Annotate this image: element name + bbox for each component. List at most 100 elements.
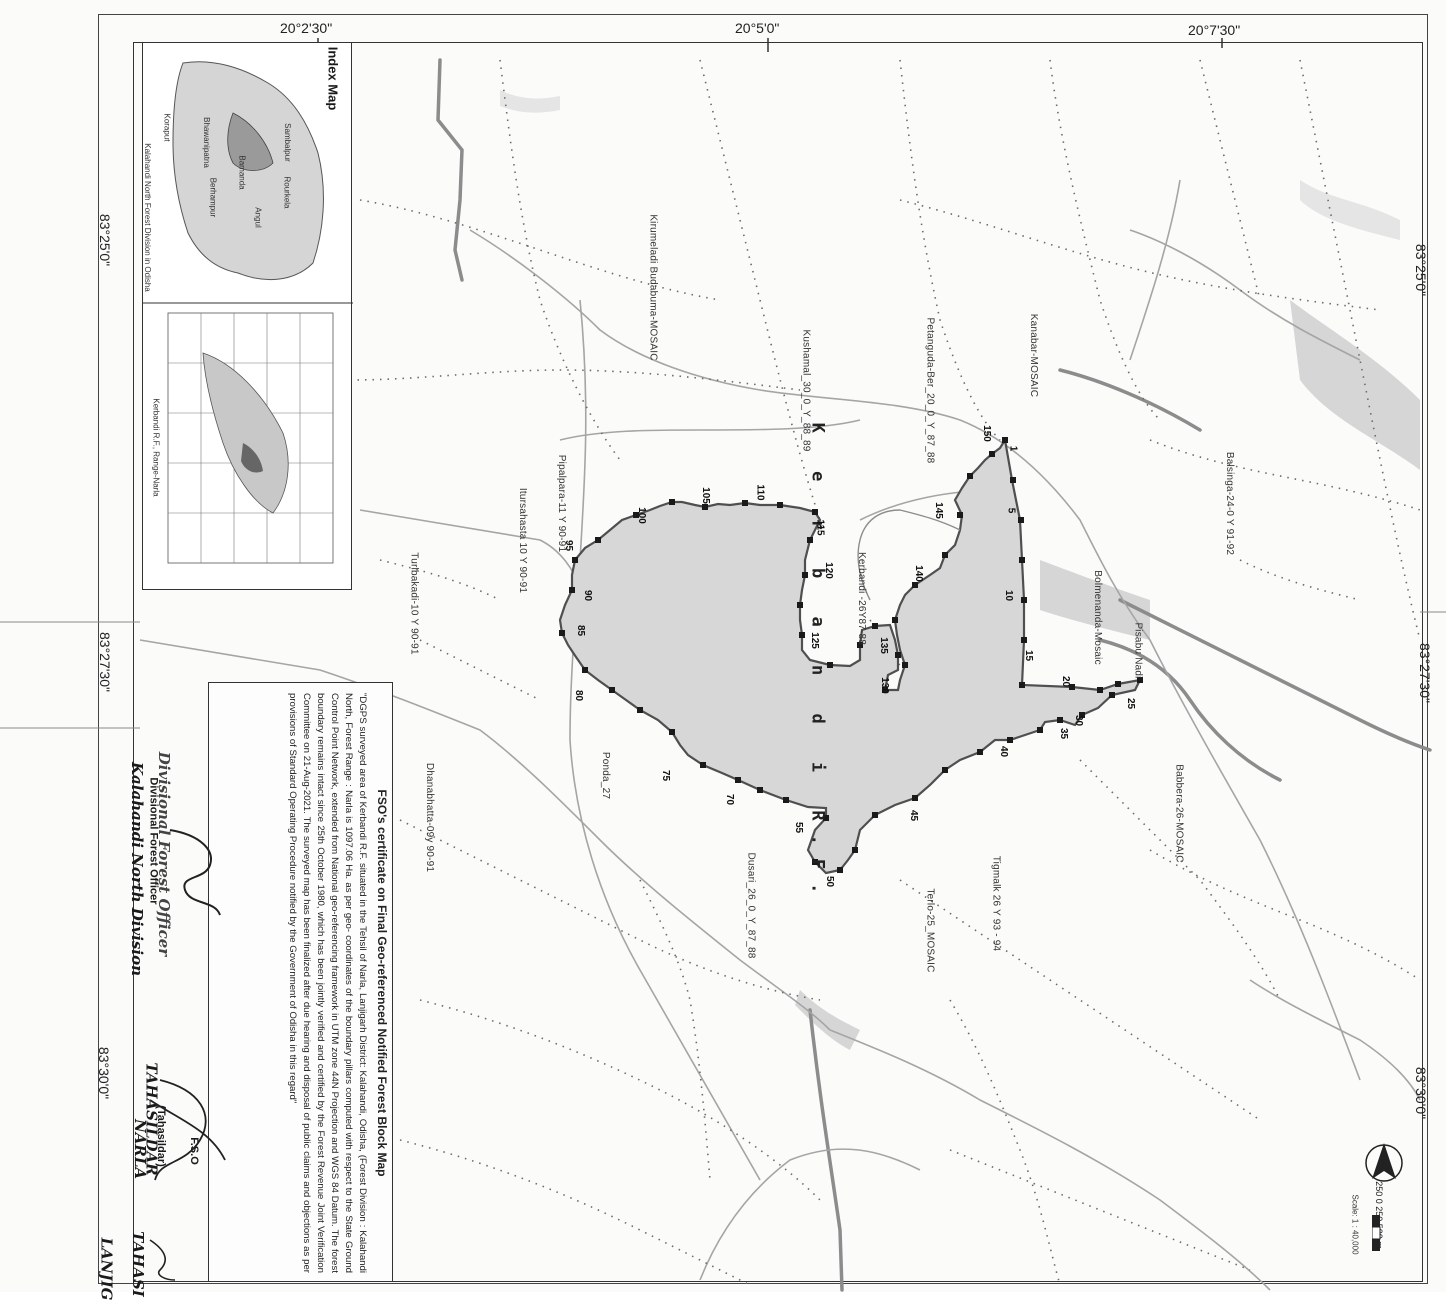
pillar-marker xyxy=(1010,477,1016,483)
pillar-marker xyxy=(797,602,803,608)
village-boundary-3 xyxy=(349,369,801,391)
certificate-body: "DGPS surveyed area of Kerbandi R.F. sit… xyxy=(287,693,368,1273)
village-boundary-11 xyxy=(419,639,541,701)
pillar-label-45: 45 xyxy=(908,809,920,822)
index-map-title: Index Map xyxy=(325,46,341,111)
village-boundary-16 xyxy=(949,1149,1251,1271)
water-area-5 xyxy=(795,990,860,1050)
pillar-marker xyxy=(882,687,888,693)
pillar-marker xyxy=(669,499,675,505)
forest-block-inner-line xyxy=(857,509,961,601)
pillar-marker xyxy=(895,652,901,658)
pillar-marker xyxy=(1079,712,1085,718)
pillar-marker xyxy=(823,815,829,821)
village-label-tigmalk: Tigmalk 26 Y 93 - 94 xyxy=(990,855,1002,952)
pillar-label-55: 55 xyxy=(793,821,805,834)
village-boundary-13 xyxy=(419,999,821,1201)
dfo-division: Kalahandi North Division xyxy=(127,762,146,976)
lon-tick-label-left-1: 83°25'0" xyxy=(97,213,114,267)
pillar-label-100: 100 xyxy=(635,507,647,524)
pillar-label-5: 5 xyxy=(1005,507,1017,514)
pillar-marker xyxy=(702,504,708,510)
village-boundary-10 xyxy=(379,559,501,601)
pillar-marker xyxy=(989,451,995,457)
pillar-marker xyxy=(852,847,858,853)
pillar-marker xyxy=(633,512,639,518)
pillar-label-40: 40 xyxy=(998,745,1010,758)
certificate-title: FSO's certificate on Final Geo-reference… xyxy=(375,789,389,1177)
dfo-signature xyxy=(169,829,221,916)
pillar-marker xyxy=(799,632,805,638)
village-boundary-2 xyxy=(359,199,721,301)
pillar-label-130: 130 xyxy=(878,677,890,694)
pillar-marker xyxy=(977,749,983,755)
river-2 xyxy=(1118,598,1432,752)
boundary-pillars xyxy=(559,437,1143,873)
pillar-marker xyxy=(942,552,948,558)
village-label-babbera: Babbera-26-MOSAIC xyxy=(1173,764,1185,863)
pillar-marker xyxy=(912,795,918,801)
pillar-marker xyxy=(637,707,643,713)
pillar-marker xyxy=(872,623,878,629)
pillar-label-125: 125 xyxy=(808,632,820,649)
scale-bar xyxy=(1372,1215,1381,1251)
pillar-label-150: 150 xyxy=(980,425,992,442)
map-outer-frame xyxy=(98,14,1428,1284)
river-1 xyxy=(436,58,464,282)
village-label-itursahasta: Itursahasta 10 Y 90-91 xyxy=(517,487,529,594)
village-label-pisabu: Pisabu Nadi xyxy=(1132,622,1144,679)
road-4 xyxy=(139,639,831,1031)
lon-tick-label-left-3: 83°30'0" xyxy=(96,1046,113,1100)
village-label-turlbakadi: Turlbakadi-10 Y 90-91 xyxy=(408,552,420,655)
pillar-marker xyxy=(872,812,878,818)
north-arrow xyxy=(1364,1135,1404,1196)
right-stamp-place: LANJIG xyxy=(97,1237,116,1300)
pillar-marker xyxy=(902,662,908,668)
scale-subtitle: Scale: 1 : 40,000 xyxy=(1350,1194,1360,1255)
village-label-ponda: Ponda_27 xyxy=(600,751,612,800)
pillar-label-1: 1 xyxy=(1007,445,1019,452)
pillar-marker xyxy=(757,787,763,793)
pillar-label-20: 20 xyxy=(1060,675,1072,688)
water-area-3 xyxy=(1300,180,1400,240)
pillar-marker xyxy=(1018,517,1024,523)
pillar-marker xyxy=(942,767,948,773)
pillar-marker xyxy=(812,859,818,865)
pillar-marker xyxy=(892,617,898,623)
map-inner-frame xyxy=(133,42,1423,1282)
road-3 xyxy=(359,509,581,591)
roads xyxy=(139,179,1421,1291)
pillar-marker xyxy=(807,537,813,543)
odisha-outline xyxy=(172,61,324,281)
division-highlight xyxy=(227,112,274,171)
district-label-bamanda: Bamanda xyxy=(237,155,247,190)
village-label-dhanabhatta: Dhanabhatta-09y 90-91 xyxy=(424,762,436,873)
index-map-drawing xyxy=(143,61,353,564)
pillar-marker xyxy=(609,687,615,693)
village-label-bolmenanda: Bolmenanda-Mosaic xyxy=(1091,570,1103,665)
pillar-marker xyxy=(967,473,973,479)
pillar-marker xyxy=(1021,637,1027,643)
village-label-petanguda: Petanguda-Ber_20_0_Y_87_88 xyxy=(924,317,936,464)
rf-location xyxy=(241,443,263,473)
certificate-content: FSO's certificate on Final Geo-reference… xyxy=(285,693,389,1273)
pillar-marker xyxy=(812,509,818,515)
pillar-label-70: 70 xyxy=(724,793,736,806)
pillar-marker xyxy=(582,667,588,673)
pillar-marker xyxy=(857,642,863,648)
water-area-4 xyxy=(500,90,560,113)
right-signature xyxy=(149,1239,176,1281)
pillar-marker xyxy=(1007,737,1013,743)
pillar-marker xyxy=(1019,557,1025,563)
pillar-marker xyxy=(1002,437,1008,443)
pillar-marker xyxy=(777,502,783,508)
road-1 xyxy=(469,229,1361,1081)
index-map-caption-right: Kerbandi R.F., Range-Narla xyxy=(151,398,161,497)
pillar-label-35: 35 xyxy=(1058,727,1070,740)
tahasildar-signature xyxy=(149,1079,226,1181)
village-boundary-17 xyxy=(1149,849,1421,981)
water-area-1 xyxy=(1290,300,1420,470)
pillar-marker xyxy=(1137,677,1143,683)
road-7 xyxy=(1129,229,1361,361)
